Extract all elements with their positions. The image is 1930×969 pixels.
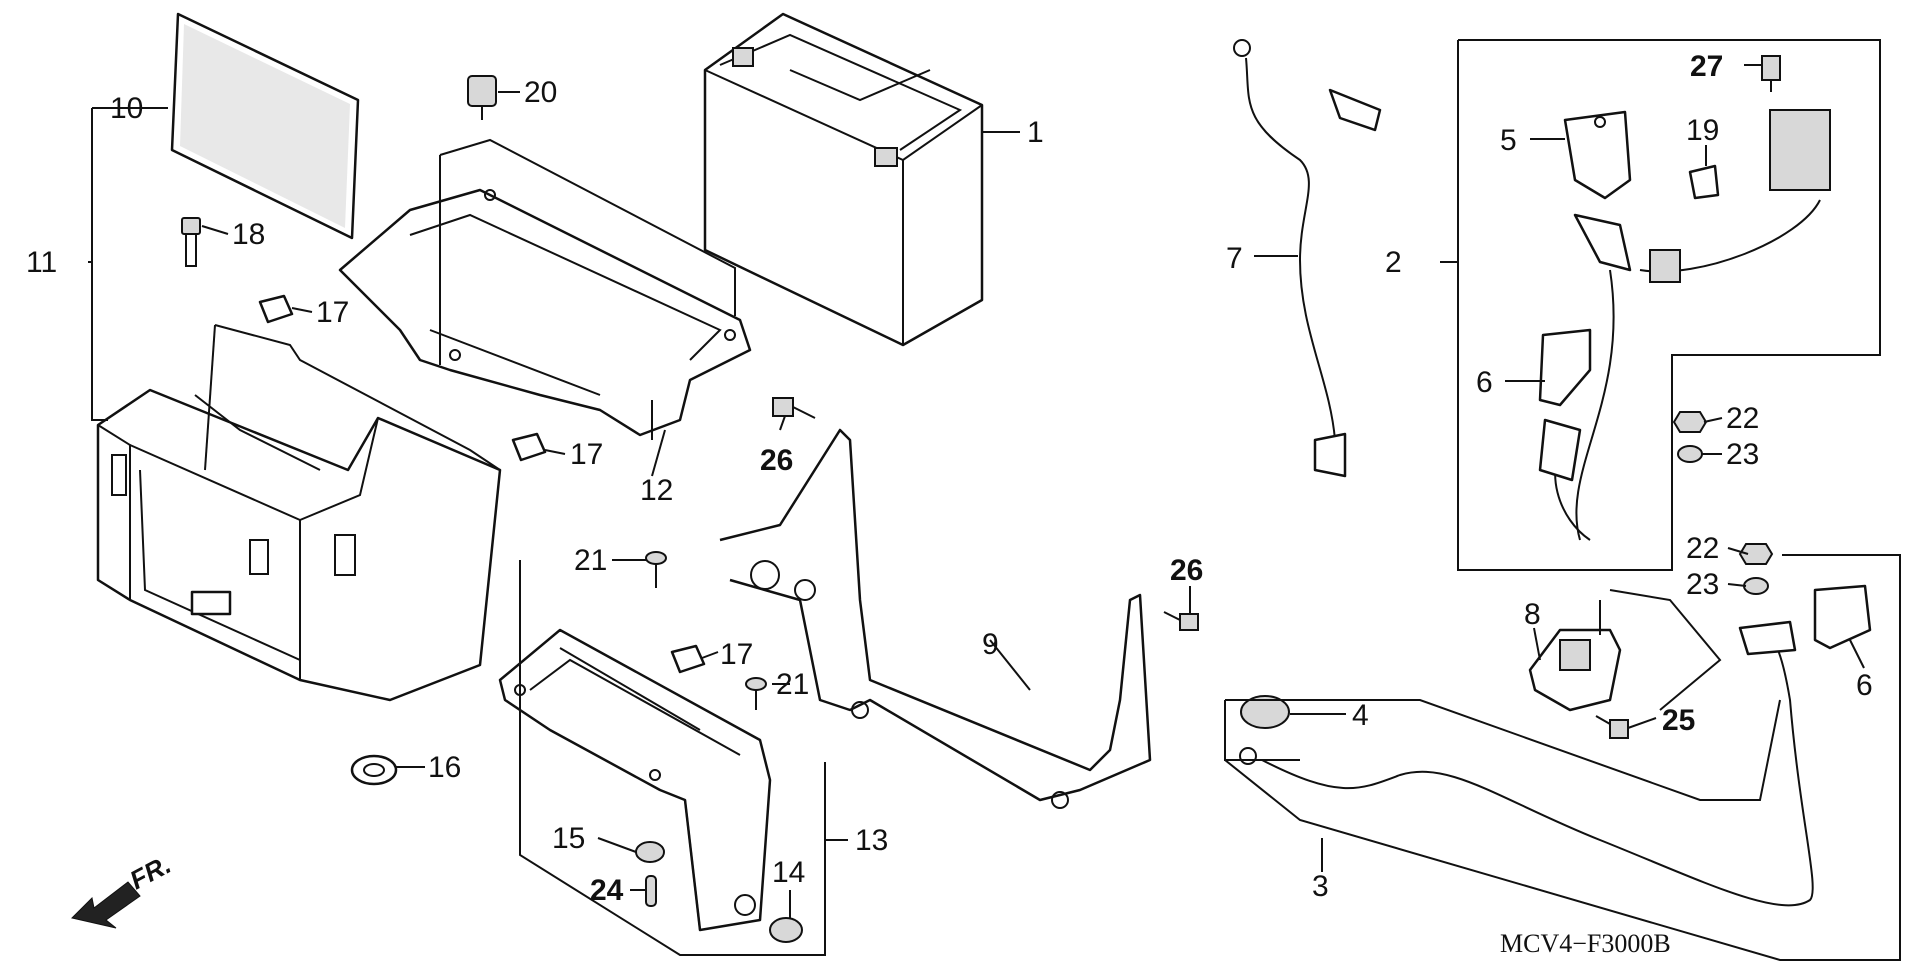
part-9-stay — [719, 428, 1152, 809]
part-8-relay — [1528, 600, 1622, 712]
callout-2: 2 — [1385, 246, 1402, 279]
part-15-clip — [635, 841, 665, 863]
callout-17a: 17 — [316, 296, 349, 329]
group-box-2 — [1457, 39, 1881, 571]
part-14-grommet — [769, 917, 803, 943]
callout-26a: 26 — [760, 444, 793, 477]
callout-labels: 1 2 3 4 5 6 6 7 8 9 10 11 12 13 14 15 16… — [26, 50, 1873, 907]
callout-6b: 6 — [1856, 669, 1873, 702]
group-box-8 — [1609, 589, 1722, 711]
part-7-cable — [1233, 39, 1382, 478]
callout-17c: 17 — [720, 638, 753, 671]
callout-3: 3 — [1312, 870, 1329, 903]
callout-22a: 22 — [1726, 402, 1759, 435]
part-10-pad — [170, 12, 360, 240]
part-16-grommet — [350, 754, 398, 786]
callout-21a: 21 — [574, 544, 607, 577]
part-13-cover — [498, 628, 772, 932]
part-23-washers — [1677, 445, 1769, 595]
part-18-bolt — [181, 217, 201, 267]
callout-26b: 26 — [1170, 554, 1203, 587]
callout-22b: 22 — [1686, 532, 1719, 565]
part-6-terminal-cover-a — [1538, 328, 1592, 407]
callout-23a: 23 — [1726, 438, 1759, 471]
part-6-terminal-cover-b — [1813, 584, 1872, 650]
callout-10: 10 — [110, 92, 143, 125]
callout-12: 12 — [640, 474, 673, 507]
callout-5: 5 — [1500, 124, 1517, 157]
callout-7: 7 — [1226, 242, 1243, 275]
callout-25: 25 — [1662, 704, 1695, 737]
part-25-bolt — [1595, 715, 1629, 739]
callout-18: 18 — [232, 218, 265, 251]
group-box-13 — [519, 560, 826, 956]
group-box-12 — [439, 138, 736, 365]
callout-19: 19 — [1686, 114, 1719, 147]
part-24-pin — [645, 875, 657, 907]
callout-23b: 23 — [1686, 568, 1719, 601]
callout-8: 8 — [1524, 598, 1541, 631]
front-arrow-icon — [71, 881, 141, 929]
callout-9: 9 — [982, 628, 999, 661]
part-2-harness — [1538, 109, 1831, 541]
callout-6a: 6 — [1476, 366, 1493, 399]
group-box-11 — [91, 108, 108, 421]
callout-1: 1 — [1027, 116, 1044, 149]
part-5-terminal-cover — [1563, 110, 1632, 200]
part-1-battery — [703, 12, 984, 347]
part-12-bracket — [338, 188, 752, 437]
group-box-3 — [1224, 554, 1901, 961]
part-3-cable — [1239, 620, 1814, 907]
part-27-fuse — [1761, 55, 1781, 92]
part-11-battery-case — [96, 324, 502, 702]
leader-lines — [88, 64, 1865, 918]
part-22-nuts — [1672, 411, 1774, 565]
part-17-clip-nuts — [258, 294, 706, 674]
front-direction-indicator: FR. — [71, 849, 176, 929]
part-4-cap — [1240, 695, 1290, 729]
part-21-screws — [645, 551, 767, 710]
callout-11: 11 — [26, 246, 57, 279]
callout-21b: 21 — [776, 668, 809, 701]
callout-24: 24 — [590, 874, 624, 907]
callout-27: 27 — [1690, 50, 1723, 83]
callout-14: 14 — [772, 856, 805, 889]
callout-15: 15 — [552, 822, 585, 855]
callout-4: 4 — [1352, 699, 1369, 732]
callout-17b: 17 — [570, 438, 603, 471]
diagram-code: MCV4−F3000B — [1500, 929, 1671, 958]
part-20-clip — [467, 75, 497, 120]
part-19-fuse-clip — [1688, 164, 1720, 200]
callout-20: 20 — [524, 76, 557, 109]
callout-16: 16 — [428, 751, 461, 784]
callout-13: 13 — [855, 824, 888, 857]
